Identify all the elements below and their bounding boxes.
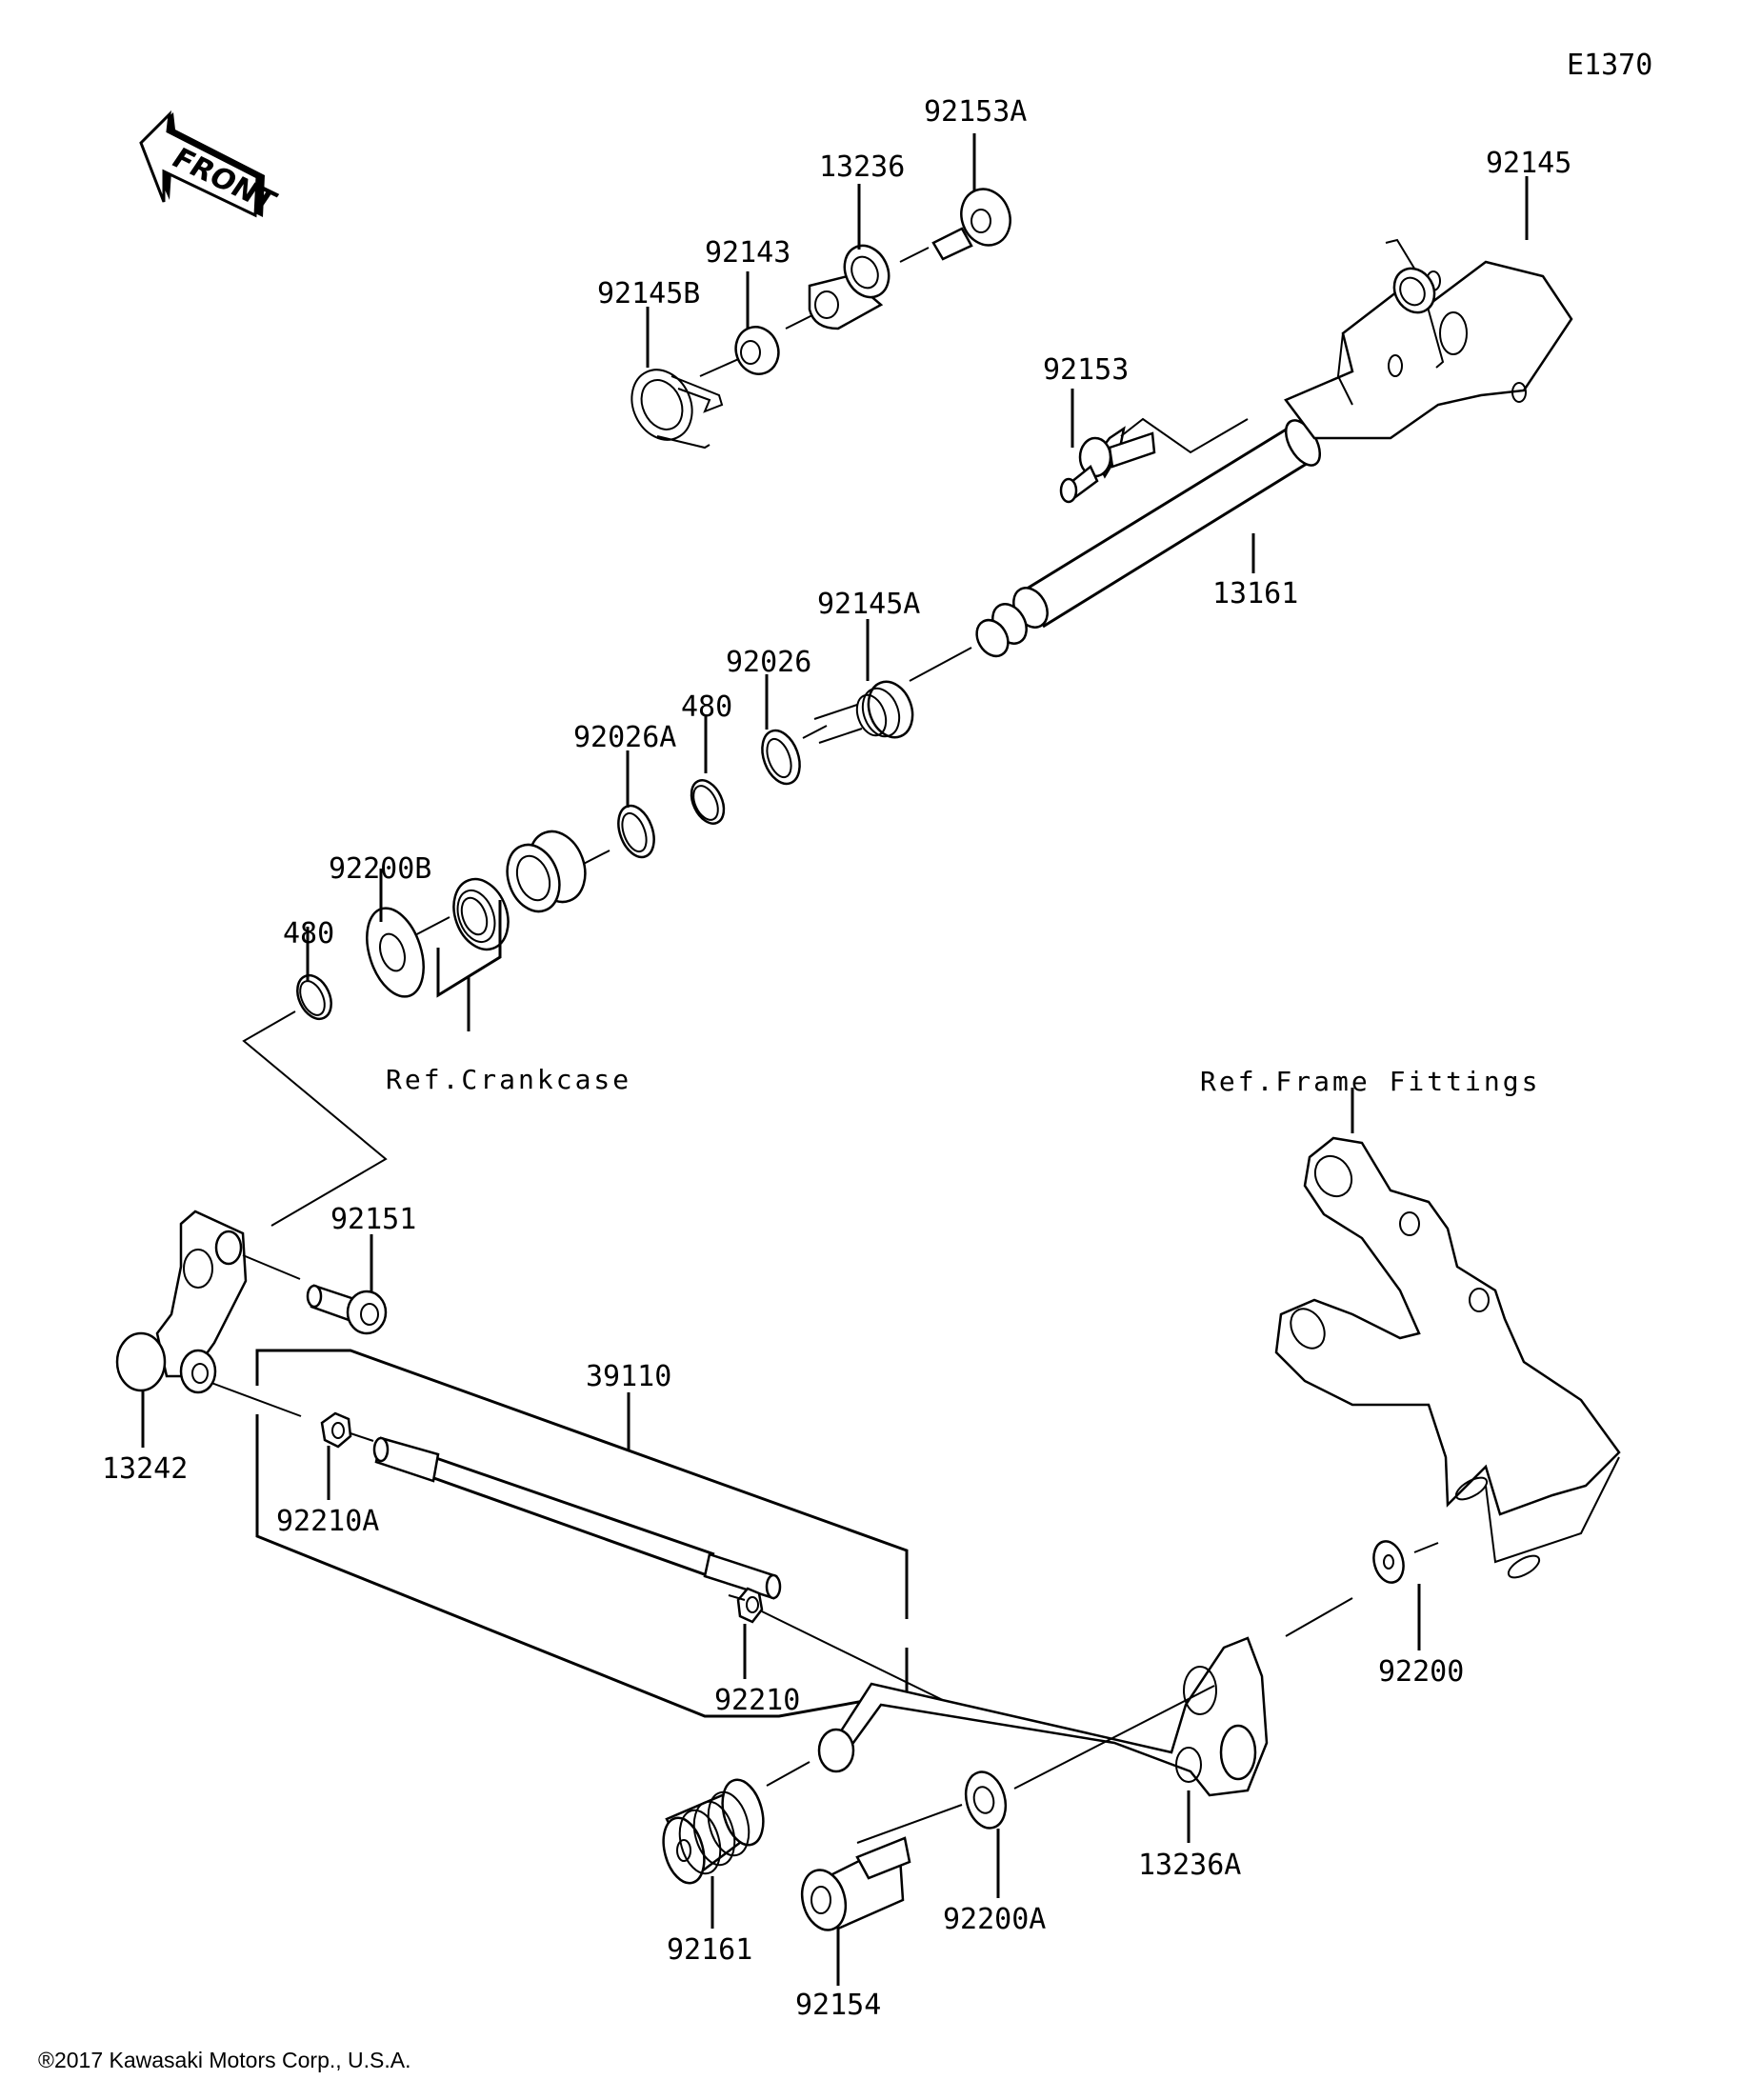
label-92200A: 92200A: [943, 1903, 1046, 1936]
part-92026-spacer[interactable]: [755, 726, 807, 790]
bracket-39110-bottom: [255, 1414, 909, 1718]
part-92026A-spacer[interactable]: [611, 801, 660, 862]
label-13242: 13242: [102, 1452, 188, 1486]
label-92026A: 92026A: [573, 721, 676, 754]
ref-crankcase-label: Ref.Crankcase: [386, 1064, 631, 1095]
part-92161-rubber[interactable]: [657, 1775, 770, 1888]
part-480-circlip-lower[interactable]: [290, 970, 337, 1024]
copyright-text: ®2017 Kawasaki Motors Corp., U.S.A.: [38, 2048, 411, 2072]
part-92145B-spring[interactable]: [621, 360, 724, 450]
part-92145A-spring[interactable]: [813, 675, 920, 744]
leader: [785, 313, 815, 330]
label-480-upper: 480: [681, 690, 732, 724]
label-13161: 13161: [1212, 577, 1298, 610]
part-13236A-pedal-lever[interactable]: [817, 1636, 1269, 1797]
leader: [802, 725, 828, 739]
part-92145-spring[interactable]: [1385, 238, 1445, 369]
diagram-code: E1370: [1567, 49, 1652, 82]
leader: [1013, 1685, 1215, 1790]
label-39110: 39110: [586, 1360, 671, 1393]
label-92145A: 92145A: [817, 588, 920, 621]
part-92200A-washer[interactable]: [960, 1768, 1011, 1832]
part-92200-washer[interactable]: [1370, 1538, 1408, 1586]
leader: [728, 1594, 746, 1601]
front-arrow-icon: FRONT: [139, 110, 283, 218]
leader: [210, 1382, 302, 1417]
leader: [699, 356, 744, 377]
part-needle-bearing: [506, 830, 587, 913]
part-13161-shift-shaft[interactable]: [971, 260, 1573, 662]
leader-480-to-13242: [242, 1010, 388, 1227]
label-480-lower: 480: [283, 917, 334, 950]
label-92026: 92026: [726, 646, 811, 679]
leader: [350, 1432, 374, 1442]
leader: [766, 1761, 810, 1787]
label-92145B: 92145B: [597, 277, 700, 310]
part-92210A-nut[interactable]: [320, 1411, 352, 1449]
leader: [909, 647, 972, 682]
bracket-39110-top: [255, 1349, 909, 1619]
leader: [242, 1254, 301, 1280]
part-frame-fittings: [1274, 1136, 1621, 1579]
label-92145: 92145: [1486, 147, 1571, 180]
label-92200B: 92200B: [329, 852, 431, 886]
part-92151-bolt[interactable]: [306, 1284, 388, 1335]
leader-92153-shaft: [1120, 417, 1249, 454]
label-92161: 92161: [667, 1933, 752, 1967]
label-92200: 92200: [1378, 1655, 1464, 1689]
part-92210-nut[interactable]: [736, 1587, 764, 1624]
label-92153A: 92153A: [924, 95, 1027, 129]
label-92210: 92210: [714, 1684, 800, 1717]
leader: [856, 1804, 963, 1844]
part-92200B-washer[interactable]: [356, 901, 433, 1004]
part-13236-lever[interactable]: [808, 238, 897, 330]
leader: [1413, 1542, 1439, 1553]
part-92153-bolt[interactable]: [1059, 426, 1156, 504]
part-92143-collar[interactable]: [730, 321, 785, 380]
label-92210A: 92210A: [276, 1505, 379, 1538]
label-92143: 92143: [705, 236, 790, 270]
label-13236A: 13236A: [1138, 1849, 1241, 1882]
label-92153: 92153: [1043, 353, 1129, 387]
label-92151: 92151: [330, 1203, 416, 1236]
leader: [1285, 1597, 1353, 1637]
part-13242-shift-lever[interactable]: [115, 1210, 248, 1394]
part-92153A-bolt[interactable]: [931, 182, 1018, 261]
leader: [761, 1610, 953, 1706]
ref-frame-fittings-label: Ref.Frame Fittings: [1200, 1066, 1540, 1097]
label-92154: 92154: [795, 1989, 881, 2022]
part-480-circlip-upper[interactable]: [685, 775, 730, 829]
part-92154-bolt[interactable]: [795, 1836, 911, 1935]
leader: [899, 247, 930, 263]
part-oil-seal: [452, 877, 510, 951]
part-tie-rod: [372, 1436, 782, 1600]
label-13236: 13236: [819, 150, 905, 184]
